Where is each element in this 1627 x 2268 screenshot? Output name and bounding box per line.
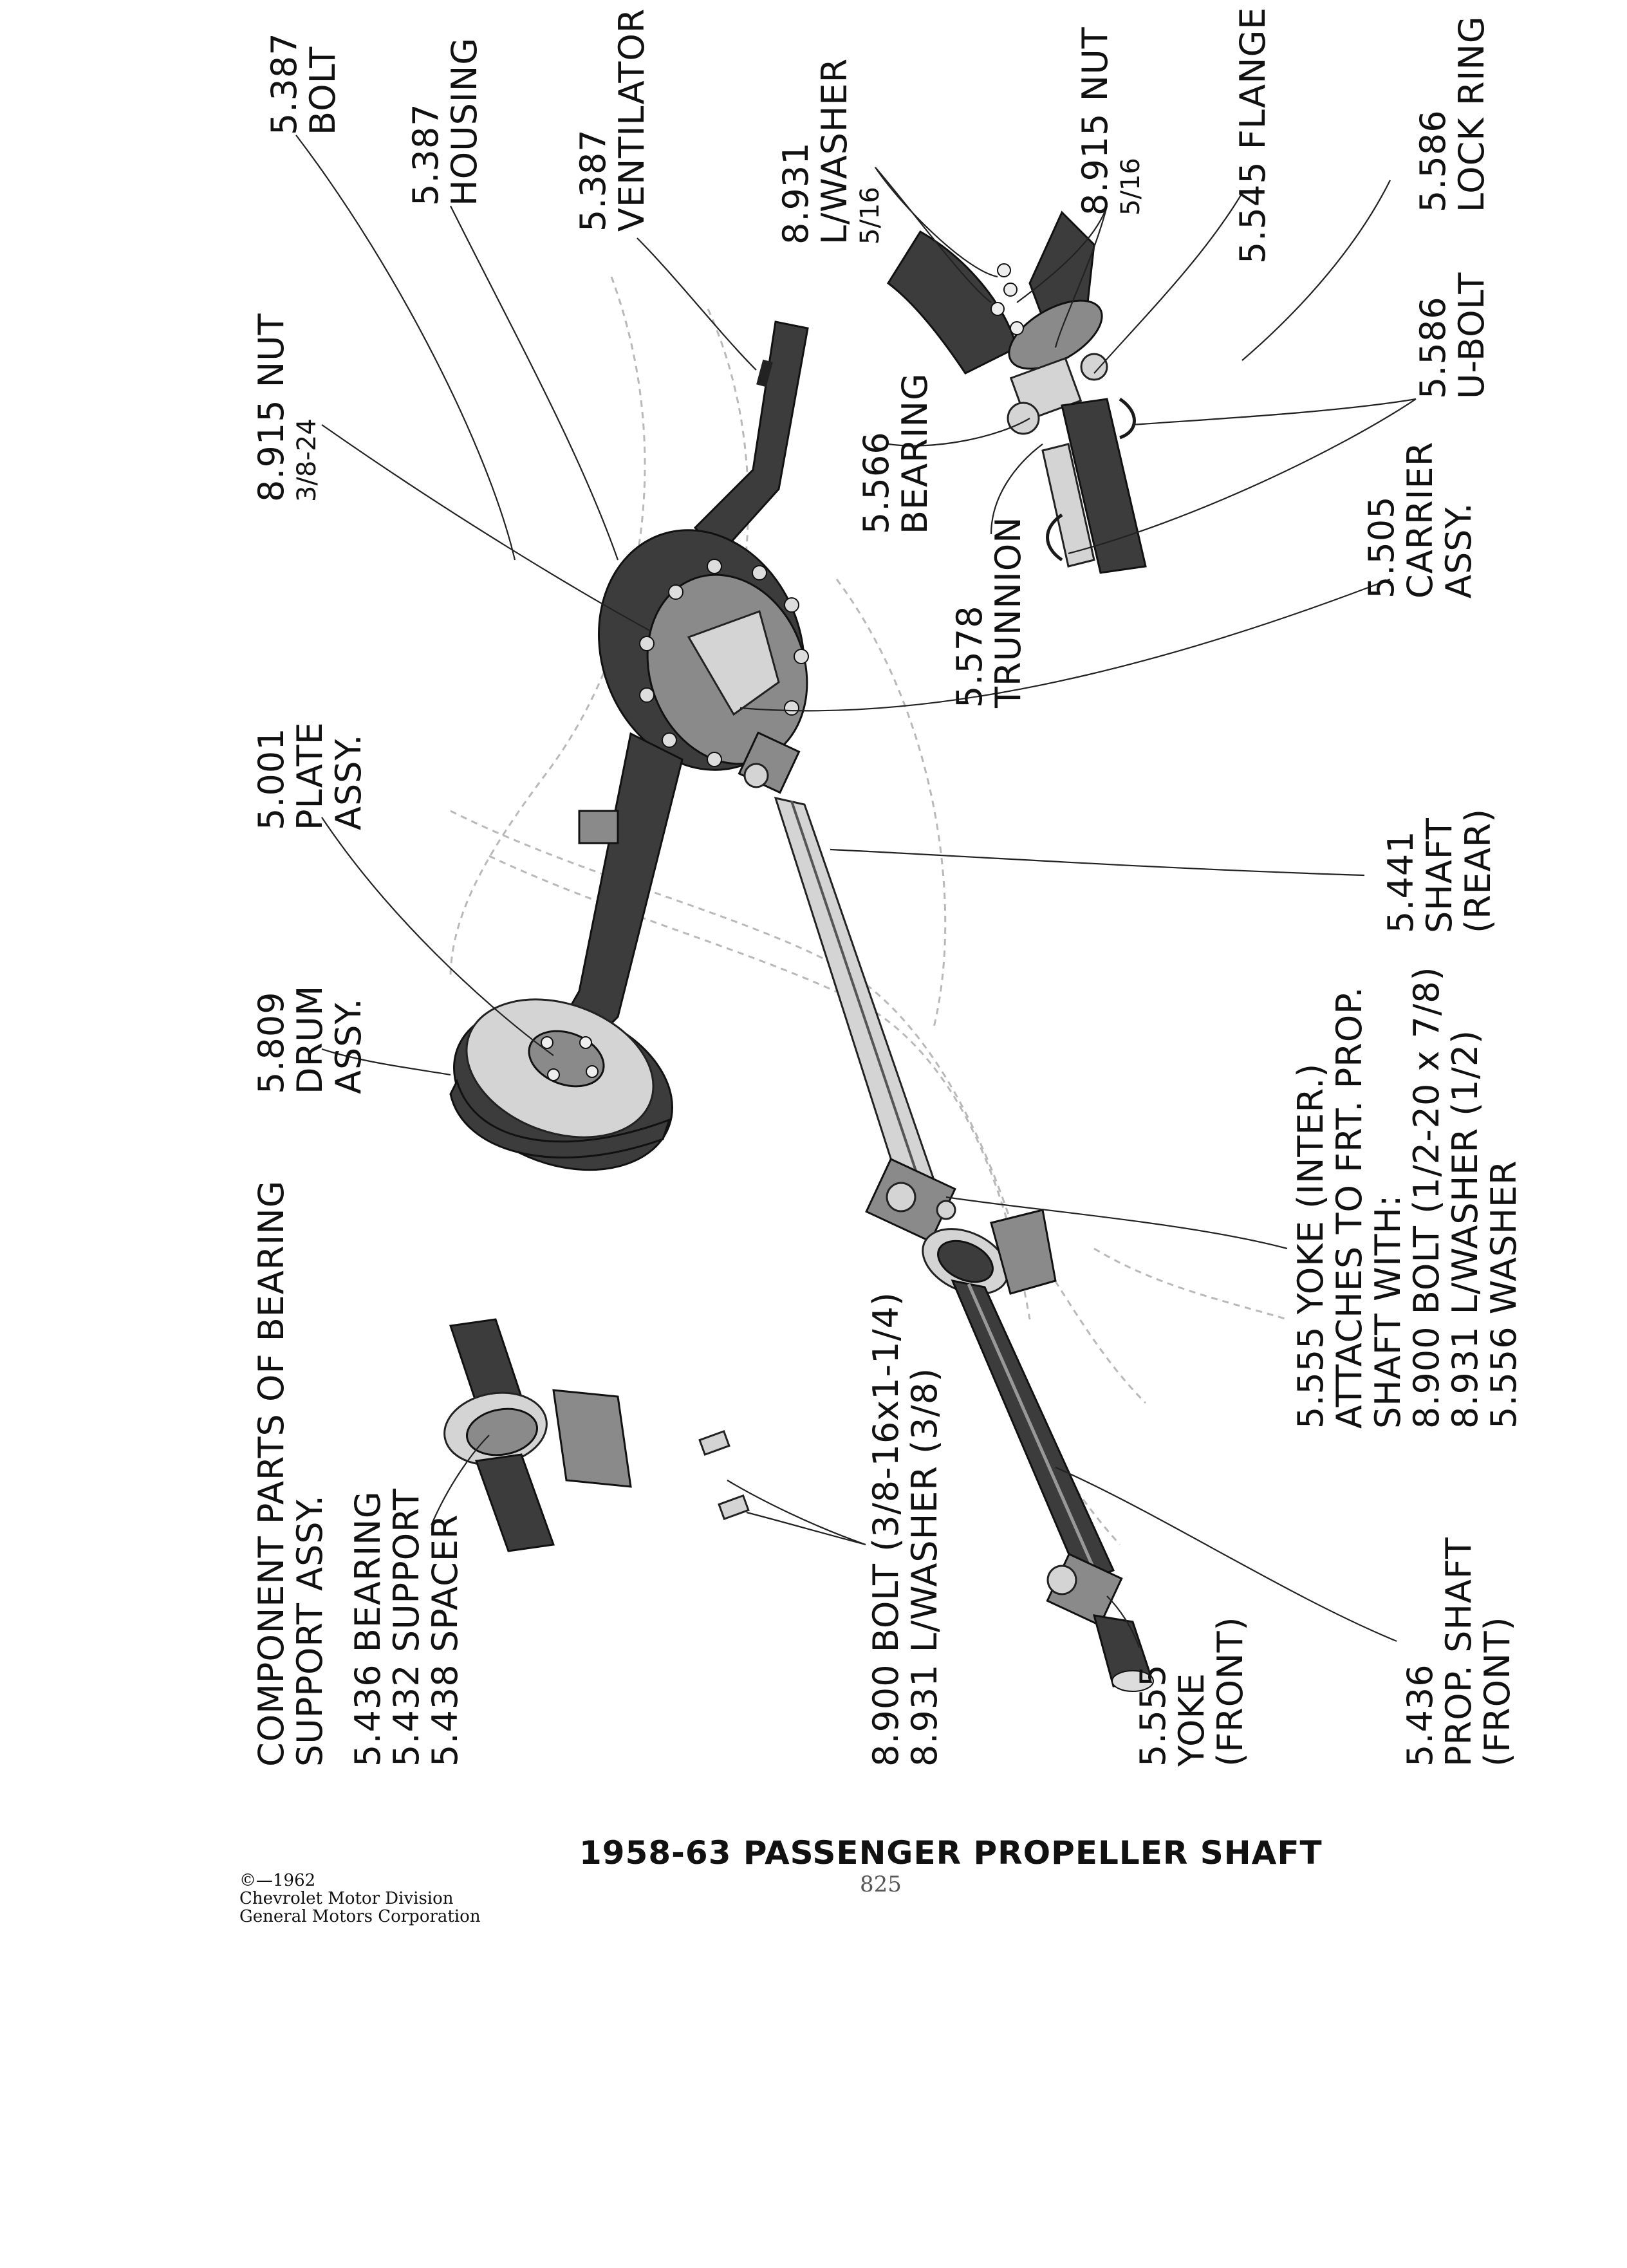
callout-code: 5.809: [251, 991, 292, 1094]
callout-line: ATTACHES TO FRT. PROP.: [1329, 986, 1370, 1429]
callout-size: 5/16: [855, 187, 885, 245]
callout-name: LOCK RING: [1451, 15, 1492, 212]
inset-bearing-support: [443, 1318, 750, 1552]
callout-code: 5.387: [405, 103, 446, 206]
callout-name: PLATE: [290, 721, 330, 830]
callout-bolt-5387: 5.387 BOLT: [264, 32, 343, 135]
callout-code: 5.555: [1133, 1664, 1173, 1767]
callout-name2: (REAR): [1458, 808, 1498, 933]
rear-propeller-shaft: [738, 731, 956, 1243]
callout-code: 5.436: [1400, 1664, 1440, 1767]
callout-name: CARRIER: [1400, 442, 1440, 599]
inset-ujoint-assembly: [886, 210, 1147, 574]
callout-line: 8.900 BOLT (1/2-20 x 7/8): [1406, 966, 1447, 1429]
callout-bearing-5566: 5.566 BEARING: [856, 373, 935, 534]
callout-bearing-support: COMPONENT PARTS OF BEARING SUPPORT ASSY.…: [251, 1180, 465, 1767]
callout-code: 5.578: [949, 605, 990, 708]
callout-name: VENTILATOR: [611, 8, 652, 232]
callout-name: DRUM: [290, 985, 330, 1094]
callout-ubolt-5586: 5.586 U-BOLT: [1413, 272, 1492, 399]
callout-name2: ASSY.: [1438, 502, 1479, 599]
callout-code: 5.505: [1361, 496, 1402, 599]
page-title: 1958-63 PASSENGER PROPELLER SHAFT: [579, 1834, 1323, 1872]
callout-lockring-5586: 5.586 LOCK RING: [1413, 15, 1492, 212]
callout-line: 5.555 YOKE (INTER.): [1290, 1063, 1331, 1429]
front-propeller-shaft: [951, 1279, 1154, 1692]
leader-lines: [295, 135, 1417, 1648]
callout-code: 5.387: [264, 32, 304, 135]
callout-plate-5001: 5.001 PLATE ASSY.: [251, 721, 369, 830]
callout-line: 8.900 BOLT (3/8-16x1-1/4): [866, 1292, 906, 1767]
callout-code: 5.566: [856, 431, 897, 534]
callout-ventilator-5387: 5.387 VENTILATOR: [573, 8, 652, 232]
callout-size: 5/16: [1116, 158, 1146, 216]
callout-drum-5809: 5.809 DRUM ASSY.: [251, 985, 369, 1094]
callout-trunnion-5578: 5.578 TRUNNION: [949, 516, 1028, 709]
callout-line: 8.931 L/WASHER (1/2): [1445, 1030, 1485, 1429]
callout-name2: (FRONT): [1210, 1616, 1250, 1767]
callout-line: 5.436 BEARING: [348, 1491, 388, 1767]
callout-line: 5.545 FLANGE: [1232, 7, 1273, 264]
callout-code: 5.001: [251, 727, 292, 830]
cover-bolts: [639, 559, 809, 767]
callout-name: SHAFT: [1419, 817, 1460, 933]
callout-prop-shaft-front: 5.436 PROP. SHAFT (FRONT): [1400, 1537, 1518, 1767]
callout-name: PROP. SHAFT: [1438, 1537, 1479, 1767]
callout-name2: (FRONT): [1477, 1616, 1518, 1767]
callout-name: L/WASHER: [814, 58, 855, 245]
rear-axle-housing: [552, 321, 809, 1057]
page-number: 825: [860, 1872, 902, 1897]
callout-nut-8915-small: 8.915 NUT 5/16: [1075, 26, 1146, 216]
callout-line: 5.432 SUPPORT: [386, 1488, 427, 1767]
callout-flange-5545: 5.545 FLANGE: [1232, 7, 1273, 264]
callout-code: 5.586: [1413, 296, 1453, 399]
callout-labels: 5.387 BOLT 5.387 HOUSING 5.387 VENTILATO…: [251, 7, 1524, 1767]
callout-code: 8.931: [776, 142, 816, 245]
callout-bolt-8900: 8.900 BOLT (3/8-16x1-1/4) 8.931 L/WASHER…: [866, 1292, 945, 1767]
copyright-line: Chevrolet Motor Division: [239, 1889, 454, 1908]
callout-housing-5387: 5.387 HOUSING: [405, 37, 485, 206]
callout-name2: ASSY.: [328, 734, 369, 830]
callout-name: TRUNNION: [988, 516, 1028, 709]
callout-line: 5.556 WASHER: [1483, 1160, 1524, 1429]
callout-line: SUPPORT ASSY.: [290, 1494, 330, 1767]
brake-drum: [449, 998, 673, 1171]
center-bearing-support: [922, 1209, 1057, 1295]
copyright-notice: ©—1962 Chevrolet Motor Division General …: [239, 1872, 481, 1926]
callout-line: 5.438 SPACER: [425, 1514, 465, 1767]
callout-code: 5.441: [1381, 830, 1421, 933]
callout-lwasher-8931: 8.931 L/WASHER 5/16: [776, 58, 885, 245]
callout-name2: ASSY.: [328, 998, 369, 1094]
callout-name: BEARING: [895, 373, 935, 534]
callout-yoke-inter: 5.555 YOKE (INTER.) ATTACHES TO FRT. PRO…: [1290, 966, 1524, 1429]
callout-yoke-front: 5.555 YOKE (FRONT): [1133, 1616, 1250, 1767]
callout-line: 8.931 L/WASHER (3/8): [904, 1368, 945, 1767]
callout-code: 5.387: [573, 129, 613, 232]
callout-line: COMPONENT PARTS OF BEARING: [251, 1180, 292, 1767]
callout-name: U-BOLT: [1451, 272, 1492, 399]
callout-name: HOUSING: [444, 37, 485, 206]
callout-line: 8.915 NUT: [251, 313, 292, 502]
callout-line: 8.915 NUT: [1075, 26, 1115, 216]
callout-name: BOLT: [302, 46, 343, 135]
callout-code: 5.586: [1413, 109, 1453, 212]
copyright-line: ©—1962: [239, 1871, 316, 1890]
callout-name: YOKE: [1171, 1673, 1212, 1767]
callout-shaft-rear-5441: 5.441 SHAFT (REAR): [1381, 808, 1498, 933]
copyright-line: General Motors Corporation: [239, 1907, 481, 1926]
callout-carrier-5505: 5.505 CARRIER ASSY.: [1361, 442, 1479, 599]
callout-nut-8915: 8.915 NUT 3/8-24: [251, 313, 322, 502]
callout-size: 3/8-24: [292, 418, 322, 502]
callout-line: SHAFT WITH:: [1368, 1194, 1408, 1429]
